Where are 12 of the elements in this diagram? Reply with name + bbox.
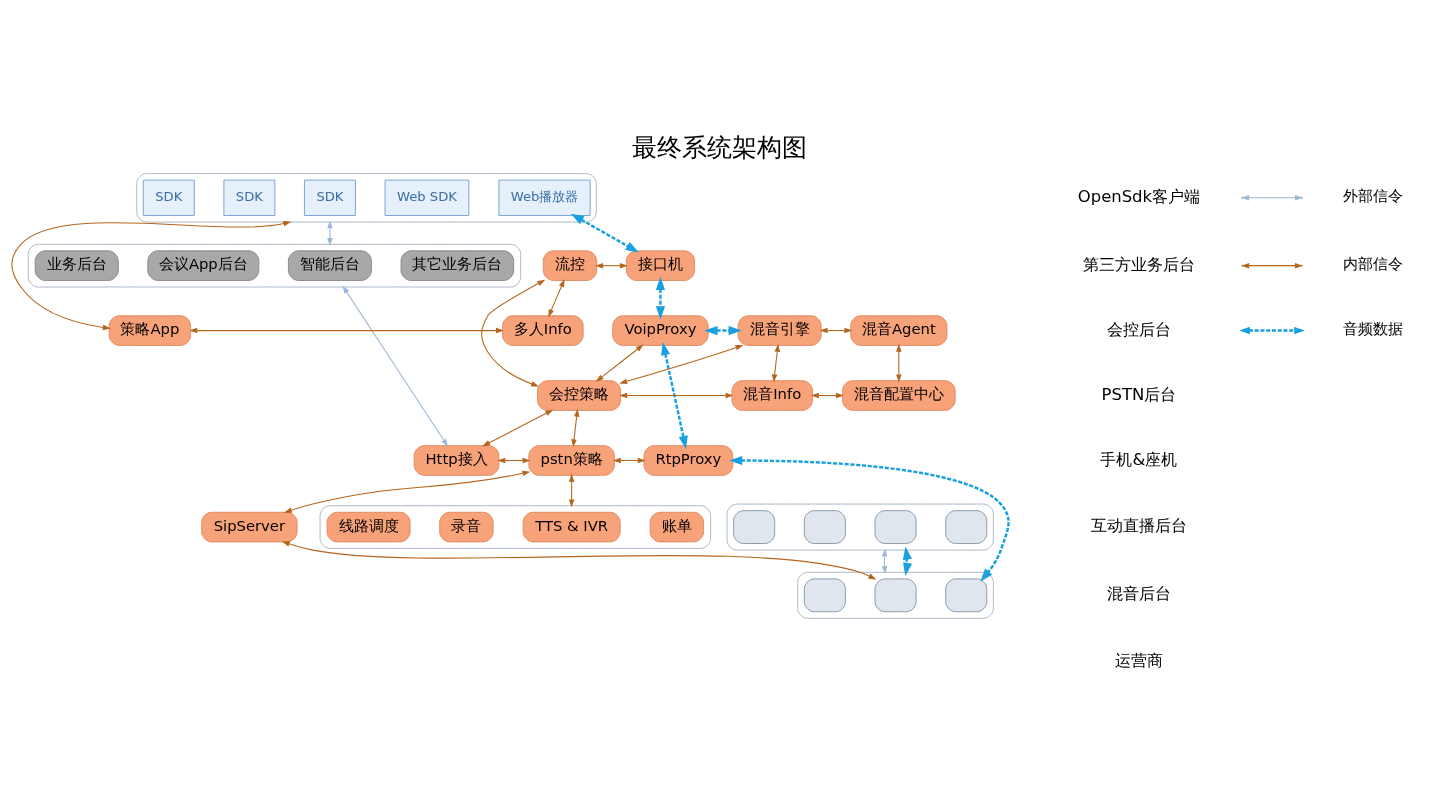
label: 手机&座机	[1100, 449, 1178, 469]
diagram-title: 最终系统架构图	[632, 133, 808, 163]
label: 会控后台	[1106, 319, 1171, 339]
label: 第三方业务后台	[1082, 254, 1195, 274]
label: PSTN后台	[1101, 384, 1177, 404]
label: 互动直播后台	[1090, 516, 1187, 536]
label: OpenSdk客户端	[1077, 186, 1201, 206]
label: 混音后台	[1106, 584, 1171, 604]
legend-label: 内部信令	[1343, 255, 1404, 273]
legend-label: 外部信令	[1343, 187, 1404, 205]
legend-label: 音频数据	[1343, 320, 1404, 338]
label: 运营商	[1114, 651, 1163, 671]
